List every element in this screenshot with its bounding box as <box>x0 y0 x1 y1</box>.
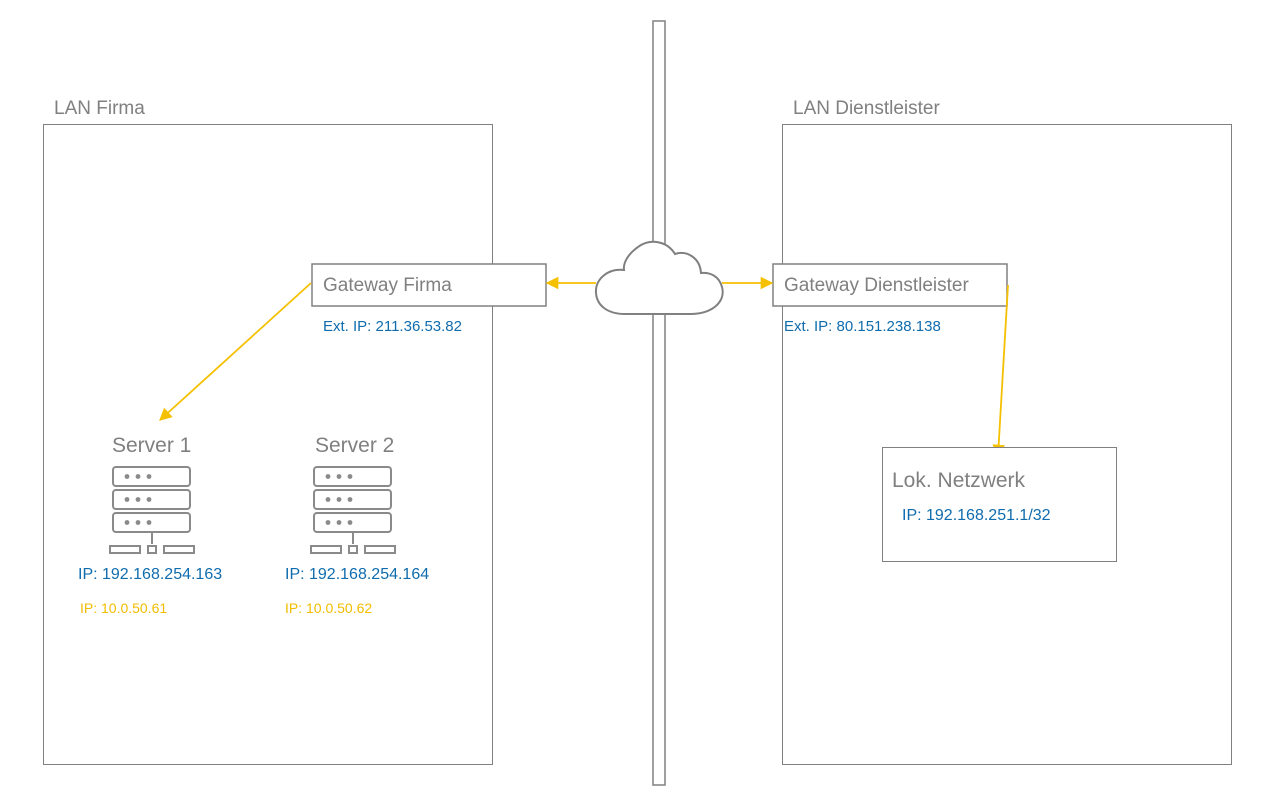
lan-firma-box <box>43 124 493 765</box>
gateway-firma-label: Gateway Firma <box>323 275 452 296</box>
gateway-dienstleister-ext-ip: Ext. IP: 80.151.238.138 <box>784 318 941 335</box>
server-2-ip-secondary: IP: 10.0.50.62 <box>285 600 372 616</box>
server-2-ip: IP: 192.168.254.164 <box>285 566 429 583</box>
server-1-label: Server 1 <box>112 434 191 457</box>
gateway-firma-ext-ip: Ext. IP: 211.36.53.82 <box>323 318 462 335</box>
arrow-gateway-to-lok-netzwerk <box>992 284 1009 458</box>
server-icon <box>310 466 396 554</box>
server-1-ip-secondary: IP: 10.0.50.61 <box>80 600 167 616</box>
gateway-dienstleister-label: Gateway Dienstleister <box>784 275 969 296</box>
server-icon <box>109 466 195 554</box>
lok-netzwerk-ip: IP: 192.168.251.1/32 <box>902 507 1051 524</box>
lok-netzwerk-label: Lok. Netzwerk <box>892 469 1026 492</box>
lok-netzwerk-box <box>882 447 1117 562</box>
lan-firma-title: LAN Firma <box>54 98 145 119</box>
server-2-label: Server 2 <box>315 434 394 457</box>
gateway-dienstleister-box <box>772 263 1008 307</box>
lan-dienstleister-title: LAN Dienstleister <box>793 98 940 119</box>
server-1-ip: IP: 192.168.254.163 <box>78 566 222 583</box>
lan-dienstleister-box <box>782 124 1232 765</box>
gateway-firma-box <box>311 263 547 307</box>
arrow-gateway-to-server-1 <box>159 282 312 421</box>
network-divider <box>652 20 666 786</box>
cloud-icon <box>594 240 724 315</box>
